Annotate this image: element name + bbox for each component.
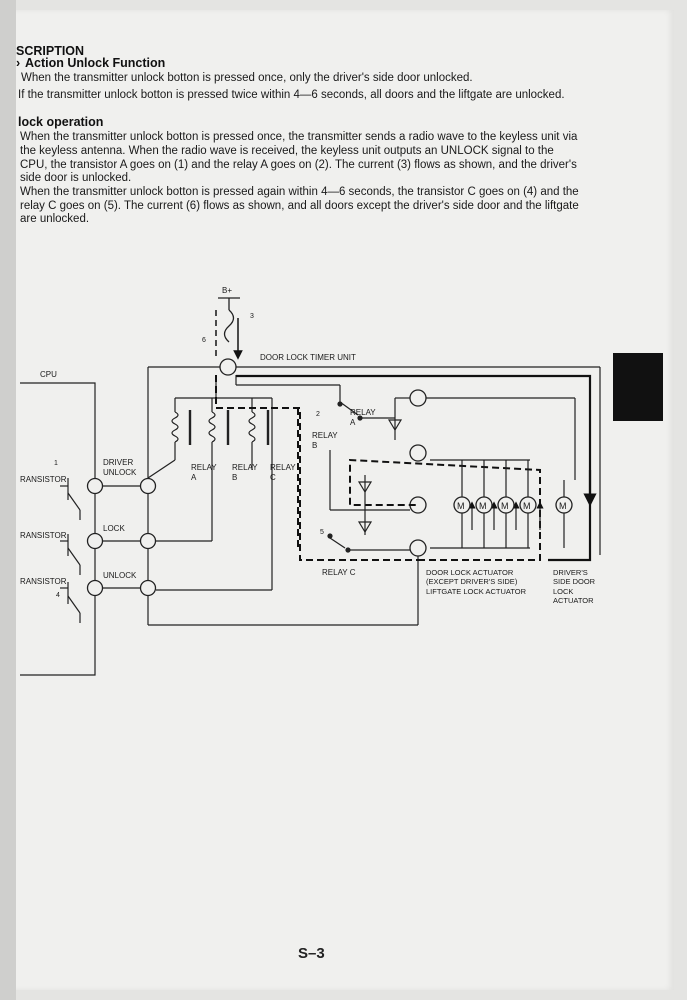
section-index-tab <box>613 353 663 421</box>
operation-line-2: the keyless antenna. When the radio wave… <box>20 145 554 157</box>
driver-actuator-label-3: LOCK <box>553 587 573 596</box>
subsection-title-prefix: › <box>16 56 21 70</box>
cpu-label: CPU <box>40 370 57 379</box>
callout-4: 4 <box>56 592 60 599</box>
transistor-label-1: RANSISTOR <box>20 475 67 484</box>
timer-unit-frame <box>147 366 601 626</box>
relay-c-coil-label-1: RELAY <box>270 463 296 472</box>
b-plus-supply <box>215 297 243 360</box>
relay-c-coil-label-2: C <box>270 473 276 482</box>
operation-line-3: CPU, the transistor A goes on (1) and th… <box>20 159 577 171</box>
callout-5: 5 <box>320 529 324 536</box>
page-binding-edge <box>0 0 16 1000</box>
motor-label-2: M <box>479 501 487 511</box>
driver-unlock-label-1: DRIVER <box>103 458 133 467</box>
relay-b-switch-label-2: B <box>312 441 317 450</box>
motor-label-3: M <box>501 501 509 511</box>
motor-label-5: M <box>559 501 567 511</box>
driver-current-path <box>236 374 597 562</box>
operation-line-4: side door is unlocked. <box>20 172 132 184</box>
operation-title: lock operation <box>18 115 104 129</box>
motor-label-1: M <box>457 501 465 511</box>
page-number: S–3 <box>298 945 325 962</box>
subsection-title: Action Unlock Function <box>25 56 166 70</box>
relay-a-switch-label-2: A <box>350 418 356 427</box>
callout-2: 2 <box>316 411 320 418</box>
relay-coils <box>147 375 273 591</box>
unlock-label: UNLOCK <box>103 571 137 580</box>
motor-label-4: M <box>523 501 531 511</box>
relay-a-coil-label-1: RELAY <box>191 463 217 472</box>
relay-switches <box>235 375 576 553</box>
callout-1: 1 <box>54 460 58 467</box>
operation-line-6: relay C goes on (5). The current (6) flo… <box>20 200 579 212</box>
wiring-diagram: CPU RANSISTOR RANSISTOR RANSISTOR 1 4 DR… <box>20 286 601 676</box>
intro-line-1: When the transmitter unlock botton is pr… <box>21 72 473 84</box>
callout-3: 3 <box>250 313 254 320</box>
driver-actuator-label-1: DRIVER'S <box>553 568 588 577</box>
relay-b-switch-label-1: RELAY <box>312 431 338 440</box>
actuator-motors <box>430 459 565 549</box>
relay-b-coil-label-1: RELAY <box>232 463 258 472</box>
actuator-label-2: (EXCEPT DRIVER'S SIDE) <box>426 577 518 586</box>
driver-unlock-label-2: UNLOCK <box>103 468 137 477</box>
operation-line-1: When the transmitter unlock botton is pr… <box>20 131 578 143</box>
driver-actuator-label-2: SIDE DOOR <box>553 577 596 586</box>
relay-a-coil-label-2: A <box>191 473 197 482</box>
intro-line-2: If the transmitter unlock botton is pres… <box>18 89 565 101</box>
current-path-dashed <box>215 375 541 561</box>
relay-b-coil-label-2: B <box>232 473 237 482</box>
motor-symbols <box>453 496 573 514</box>
lock-label: LOCK <box>103 524 125 533</box>
b-plus-label: B+ <box>222 286 232 295</box>
actuator-label-1: DOOR LOCK ACTUATOR <box>426 568 514 577</box>
driver-actuator-label-4: ACTUATOR <box>553 596 594 605</box>
section-title: SCRIPTION <box>16 44 85 58</box>
actuator-label-3: LIFTGATE LOCK ACTUATOR <box>426 587 527 596</box>
timer-unit-label: DOOR LOCK TIMER UNIT <box>260 353 356 362</box>
operation-line-7: are unlocked. <box>20 213 90 225</box>
transistor-label-3: RANSISTOR <box>20 577 67 586</box>
cpu-block <box>20 382 148 676</box>
callout-6: 6 <box>202 337 206 344</box>
transistor-label-2: RANSISTOR <box>20 531 67 540</box>
transistors <box>60 478 81 623</box>
relay-a-switch-label-1: RELAY <box>350 408 376 417</box>
relay-c-switch-label: RELAY C <box>322 568 356 577</box>
operation-line-5: When the transmitter unlock botton is pr… <box>20 186 579 198</box>
